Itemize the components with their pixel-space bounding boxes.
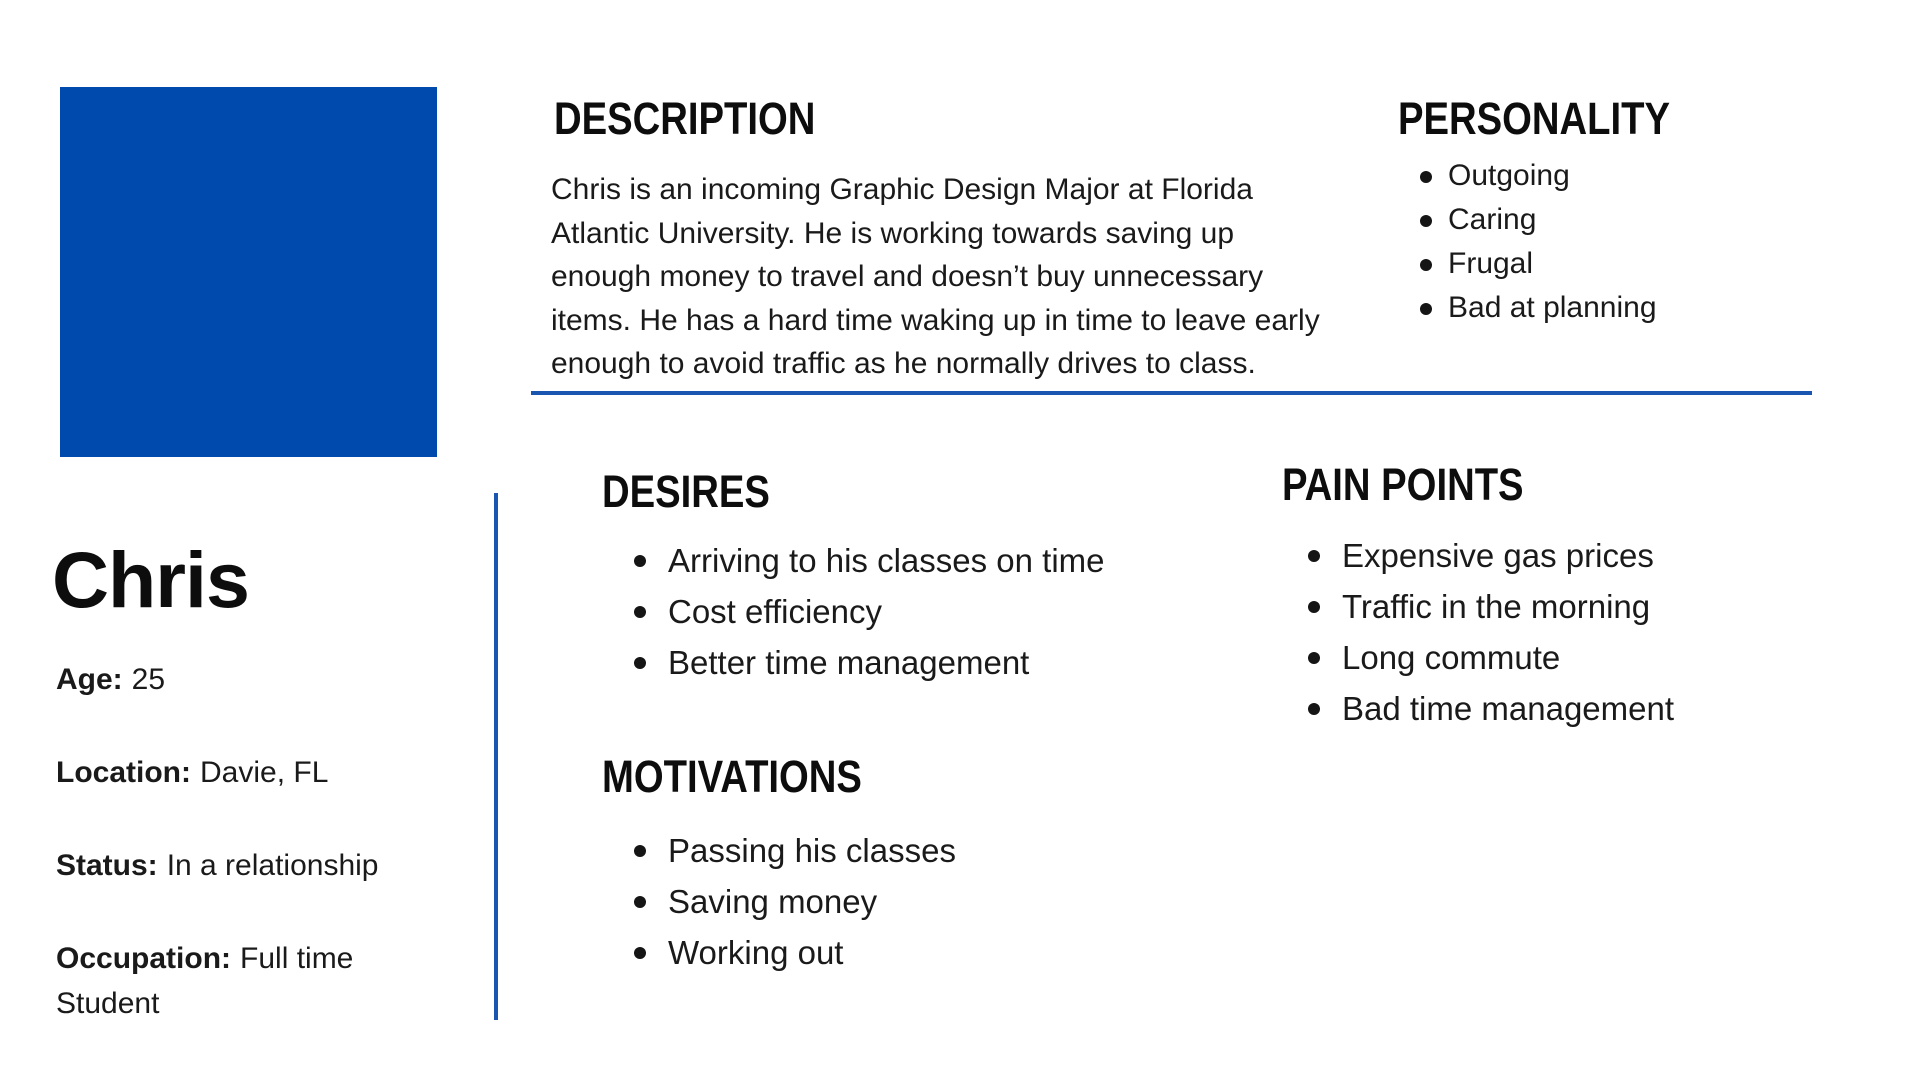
list-item: Caring: [1420, 198, 1657, 242]
detail-item-occupation: Occupation:Full time Student: [56, 936, 456, 1026]
text-line: enough to avoid traffic as he normally d…: [551, 347, 1256, 380]
detail-label: Age:: [56, 663, 123, 696]
detail-label: Occupation:: [56, 942, 232, 975]
text-line: Chris is an incoming Graphic Design Majo…: [551, 173, 1253, 206]
text-line: Atlantic University. He is working towar…: [551, 216, 1235, 250]
description-text: Chris is an incoming Graphic Design Majo…: [551, 168, 1320, 386]
list-item: Outgoing: [1420, 154, 1657, 198]
list-item: Frugal: [1420, 242, 1657, 286]
list-item: Arriving to his classes on time: [634, 535, 1105, 586]
detail-item-age: Age:25: [56, 657, 456, 702]
list-item: Saving money: [634, 876, 956, 927]
text-line: items. He has a hard time waking up in t…: [551, 303, 1320, 337]
list-item: Cost efficiency: [634, 586, 1105, 637]
detail-item-location: Location: Davie, FL: [56, 750, 456, 795]
vertical-divider: [494, 493, 498, 1020]
detail-value: Davie, FL: [200, 756, 329, 789]
persona-name: Chris: [52, 535, 250, 624]
list-item: Better time management: [634, 637, 1105, 688]
detail-label: Status:: [56, 849, 158, 882]
profile-photo-placeholder: [60, 87, 437, 457]
detail-value: Full time Student: [56, 942, 354, 1020]
text-line: enough money to travel and doesn’t buy u…: [551, 260, 1264, 293]
detail-label: Location:: [56, 756, 191, 789]
list-item: Traffic in the morning: [1308, 581, 1674, 632]
horizontal-divider: [531, 391, 1812, 395]
list-item: Long commute: [1308, 632, 1674, 683]
list-item: Bad time management: [1308, 683, 1674, 734]
profile-details: Age:25 Location: Davie, FL Status:In a re…: [56, 657, 456, 1026]
detail-value: 25: [131, 663, 166, 696]
detail-item-status: Status:In a relationship: [56, 843, 456, 888]
detail-value: In a relationship: [166, 849, 379, 882]
section-title-motivations: MOTIVATIONS: [602, 751, 862, 802]
list-item: Bad at planning: [1420, 286, 1657, 330]
section-title-desires: DESIRES: [602, 466, 770, 517]
section-title-description: DESCRIPTION: [554, 93, 816, 144]
list-item: Passing his classes: [634, 825, 956, 876]
list-item: Working out: [634, 927, 956, 978]
section-title-pain-points: PAIN POINTS: [1282, 459, 1524, 510]
section-title-personality: PERSONALITY: [1398, 93, 1671, 144]
list-item: Expensive gas prices: [1308, 530, 1674, 581]
